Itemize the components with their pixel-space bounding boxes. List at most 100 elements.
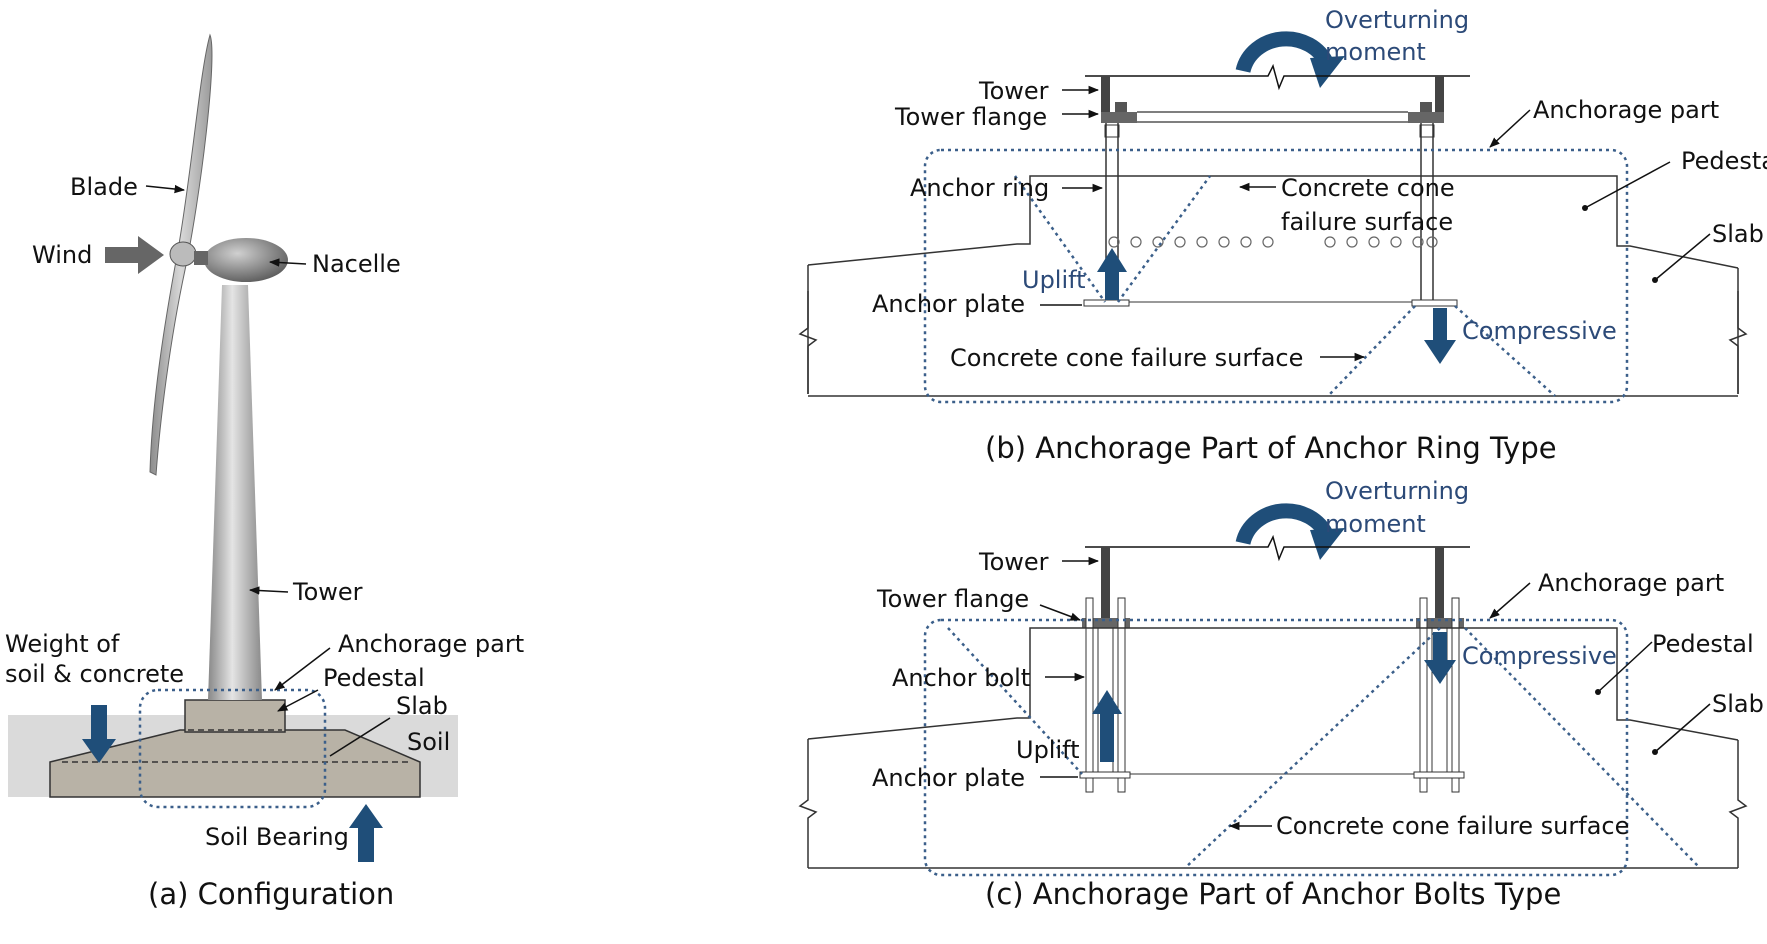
label-cone2-b: Concrete cone failure surface: [950, 344, 1303, 372]
top-section-line-c: [1085, 534, 1470, 562]
overturning-moment-arrowhead: [1310, 56, 1345, 88]
label-soil-bearing: Soil Bearing: [205, 823, 349, 851]
label-tower: Tower: [292, 578, 363, 606]
flange-right-c: [1416, 618, 1464, 628]
slab-leader-b: [1654, 233, 1711, 281]
uplift-arrow-b: [1097, 248, 1127, 300]
anchorage-leader-c: [1489, 582, 1531, 619]
bolt-right-inner: [1419, 597, 1428, 793]
ring-top-left: [1104, 124, 1120, 138]
bolt-hole: [1412, 236, 1424, 248]
panel-a-configuration: Blade Wind Nacelle Tower Anchorage part …: [5, 33, 524, 911]
tower-left-wall: [1101, 76, 1110, 120]
tower-leader: [248, 586, 289, 595]
panel-b-anchor-ring: Overturning moment Tower Tower flange An…: [798, 6, 1767, 465]
label-uplift-b: Uplift: [1022, 266, 1086, 294]
label-anchor-plate-c: Anchor plate: [872, 764, 1025, 792]
compressive-arrow-c: [1424, 632, 1456, 684]
bolt-hole: [1196, 236, 1208, 248]
bolt-hole: [1108, 236, 1120, 248]
pedestal-leader-b: [1584, 161, 1671, 209]
label-cone-c: Concrete cone failure surface: [1276, 812, 1629, 840]
anchor-plate-right: [1411, 299, 1458, 307]
ring-top-right: [1419, 124, 1435, 138]
label-slab-c: Slab: [1712, 690, 1764, 718]
slab-dot-c: [1652, 749, 1658, 755]
label-weight-line2: soil & concrete: [5, 660, 184, 688]
nacelle-shaft: [194, 251, 208, 265]
caption-a: (a) Configuration: [148, 877, 394, 911]
tower-right-wall: [1435, 76, 1444, 120]
pedestal-dot-b: [1582, 205, 1588, 211]
flange-left: [1101, 112, 1137, 123]
label-cone1-line1: Concrete cone: [1281, 174, 1455, 202]
overturning-moment-arrow-c: [1235, 503, 1334, 546]
cone1-left: [1013, 175, 1107, 303]
label-slab: Slab: [396, 692, 448, 720]
wind-arrow: [105, 236, 164, 274]
bolt-hole-row: [1108, 236, 1438, 248]
tower-right-wall-c: [1435, 547, 1444, 622]
flange-leader-c: [1039, 604, 1081, 621]
anchorage-dotted-box-b: [923, 148, 1629, 404]
anchorage-dotted-box: [138, 688, 327, 809]
slab-break-right-c: [1728, 740, 1748, 868]
label-tower-b: Tower: [978, 77, 1049, 105]
turbine-tower: [208, 285, 262, 700]
label-tower-flange-c: Tower flange: [876, 585, 1029, 613]
turbine-nacelle: [204, 238, 288, 282]
cone2-right: [1454, 305, 1556, 397]
bolt-hole: [1426, 236, 1438, 248]
cone2-left: [1327, 305, 1416, 397]
bolt-right-outer: [1451, 597, 1460, 793]
bolt-hole: [1240, 236, 1252, 248]
pedestal-leader-c: [1597, 641, 1653, 693]
label-compressive-b: Compressive: [1462, 317, 1617, 345]
bolt-hole: [1262, 236, 1274, 248]
caption-c: (c) Anchorage Part of Anchor Bolts Type: [985, 877, 1561, 911]
label-overturning2-c: moment: [1325, 510, 1426, 538]
nut-right: [1420, 102, 1432, 112]
bolt-hole: [1390, 236, 1402, 248]
pedestal-dot-c: [1595, 689, 1601, 695]
bolt-hole: [1218, 236, 1230, 248]
label-overturning2-b: moment: [1325, 38, 1426, 66]
flange-left-c: [1082, 618, 1130, 628]
label-pedestal-c: Pedestal: [1652, 630, 1754, 658]
bolt-hole: [1346, 236, 1358, 248]
slab-leader-c: [1654, 703, 1711, 753]
label-wind: Wind: [32, 241, 92, 269]
caption-b: (b) Anchorage Part of Anchor Ring Type: [985, 431, 1557, 465]
anchorage-leader: [274, 647, 331, 691]
label-nacelle: Nacelle: [312, 250, 401, 278]
bolt-hole: [1324, 236, 1336, 248]
label-tower-c: Tower: [978, 548, 1049, 576]
label-anchorage-part: Anchorage part: [338, 630, 524, 658]
anchor-plate-right-c: [1413, 771, 1465, 779]
weight-arrow: [82, 705, 116, 763]
nut-left: [1115, 102, 1127, 112]
bolt-hole: [1368, 236, 1380, 248]
foundation-pedestal: [184, 699, 286, 733]
cone1-right: [1116, 175, 1212, 303]
slab-break-right: [1728, 268, 1748, 394]
overturning-moment-arrow: [1235, 31, 1334, 74]
label-anchor-plate-b: Anchor plate: [872, 290, 1025, 318]
label-compressive-c: Compressive: [1462, 642, 1617, 670]
bolt-hole: [1152, 236, 1164, 248]
label-slab-b: Slab: [1712, 220, 1764, 248]
uplift-arrow-c: [1092, 690, 1122, 762]
anchorage-dotted-box-c: [923, 618, 1629, 877]
label-anchorage-part-b: Anchorage part: [1533, 96, 1719, 124]
nacelle-leader: [268, 258, 307, 267]
soil-bearing-arrow: [349, 804, 383, 862]
panel-c-anchor-bolts: Overturning moment Tower Tower flange An…: [798, 477, 1764, 911]
cone-c-mid: [1184, 627, 1441, 869]
label-cone1-line2: failure surface: [1281, 208, 1453, 236]
bolt-left-outer: [1085, 597, 1094, 793]
compressive-arrow-b: [1424, 308, 1456, 364]
slab-leader: [329, 717, 391, 757]
turbine-hub: [169, 241, 197, 267]
label-blade: Blade: [70, 173, 138, 201]
